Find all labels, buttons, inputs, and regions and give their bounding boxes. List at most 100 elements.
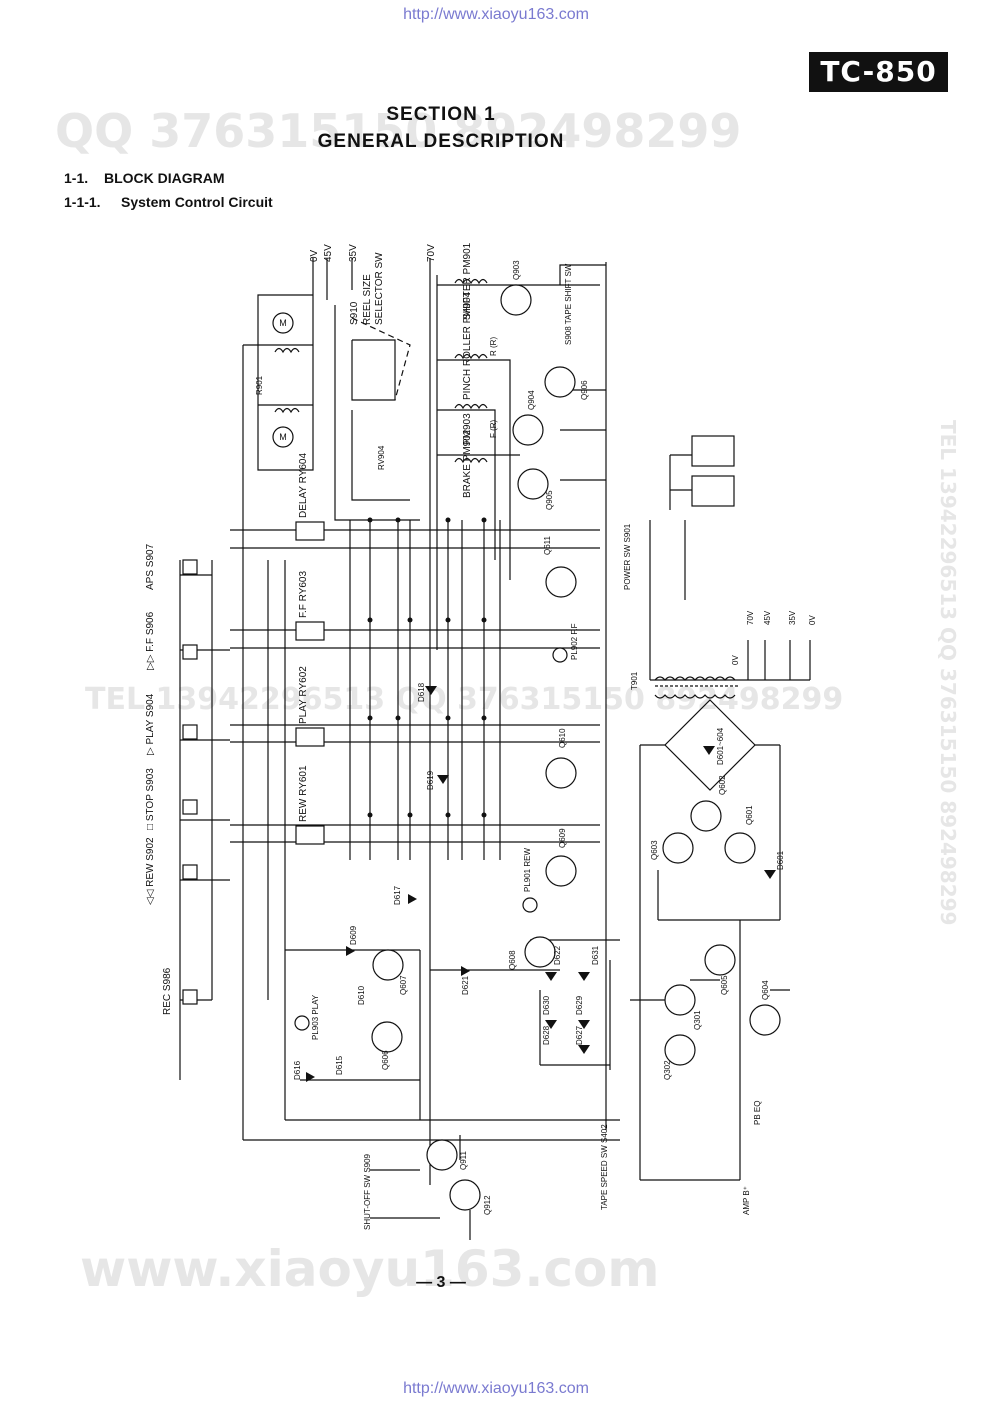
heading-2-number: 1-1-1. <box>64 194 101 210</box>
tap-0v-left: 0V <box>731 655 740 665</box>
relay-coil-icon <box>295 521 325 845</box>
switch-aps-label: APS S907 <box>145 543 156 590</box>
q601-label: Q601 <box>745 805 754 825</box>
output-pb-eq: PB EQ <box>753 1101 762 1125</box>
d628-label: D628 <box>542 1025 551 1045</box>
d617-label: D617 <box>393 885 402 905</box>
shutoff-sw-label: SHUT-OFF SW S909 <box>363 1153 372 1230</box>
tap-0v-right: 0V <box>808 615 817 625</box>
tape-shift-sw-label: S908 TAPE SHIFT SW <box>564 263 573 345</box>
q911-label: Q911 <box>459 1150 468 1170</box>
heading-1-number: 1-1. <box>64 170 89 186</box>
reel-sw-label-1: REEL SIZE <box>362 274 373 325</box>
ghost-watermark-www: www.xiaoyu163.com <box>80 1240 660 1298</box>
model-badge: TC-850 <box>809 52 948 92</box>
q301-label: Q301 <box>693 1010 702 1030</box>
q912-label: Q912 <box>483 1195 492 1215</box>
pl901-label: PL901 REW <box>523 848 532 892</box>
wire-network <box>179 258 811 1240</box>
q611-label: Q611 <box>543 535 552 555</box>
ghost-watermark-tel: TEL 13942296513 QQ 376315150 892498299 <box>85 682 844 717</box>
pl903-label: PL903 PLAY <box>311 994 320 1040</box>
tape-speed-sw-label: TAPE SPEED SW S402 <box>600 1124 609 1210</box>
diode-icon <box>306 686 776 1082</box>
plunger-brake-label: BRAKE PM902 <box>462 429 473 498</box>
pm-tag-f: F (R) <box>489 419 498 438</box>
r901-label: R901 <box>255 375 264 395</box>
plunger-coil-icon <box>274 278 488 464</box>
section-title: GENERAL DESCRIPTION <box>317 131 565 152</box>
plunger-pm903-label: PM903 <box>462 413 473 445</box>
plunger-shifter-label: SHIFTER PM901 <box>462 242 473 320</box>
q604-label: Q604 <box>761 980 770 1000</box>
d627-label: D627 <box>575 1025 584 1045</box>
heading-2-text: System Control Circuit <box>121 194 273 210</box>
d629-label: D629 <box>575 995 584 1015</box>
section-number: SECTION 1 <box>386 104 496 125</box>
heading-1-text: BLOCK DIAGRAM <box>104 170 225 186</box>
q903-label: Q903 <box>512 260 521 280</box>
rail-label-35v: 35V <box>348 244 359 262</box>
reel-sw-label-2: SELECTOR SW <box>374 252 385 325</box>
q609-label: Q609 <box>558 828 567 848</box>
reel-sw-id: S910 <box>349 301 360 325</box>
q603-label: Q603 <box>650 840 659 860</box>
ghost-watermark-qq: QQ 376315150 892498299 <box>55 104 742 158</box>
d601-604-label: D601~604 <box>716 727 725 765</box>
tap-35v: 35V <box>788 610 797 625</box>
svg-text:M: M <box>279 318 287 328</box>
d619-label: D619 <box>426 770 435 790</box>
d609-label: D609 <box>349 925 358 945</box>
plunger-pinch-label: PINCH ROLLER PM904 <box>462 291 473 400</box>
svg-text:M: M <box>279 432 287 442</box>
switch-ff-label: ▷▷ F.F S906 <box>145 611 156 670</box>
watermark-url-top: http://www.xiaoyu163.com <box>403 6 589 23</box>
d631-label: D631 <box>591 945 600 965</box>
q606-label: Q606 <box>381 1050 390 1070</box>
relay-ff-label: F.F RY603 <box>298 571 309 618</box>
d621-label: D621 <box>461 975 470 995</box>
transistor-icon <box>371 284 781 1211</box>
relay-rew-label: REW RY601 <box>298 765 309 822</box>
switch-play-label: ▷ PLAY S904 <box>145 693 156 755</box>
rail-label-0v: 0V <box>309 249 320 262</box>
relay-contact-dot <box>367 517 487 818</box>
output-amp-b: AMP B⁺ <box>742 1186 751 1215</box>
motor-icon <box>272 312 294 448</box>
pushbutton-switch-icon <box>182 559 198 1005</box>
q608-label: Q608 <box>508 950 517 970</box>
lamp-icon <box>294 647 568 1031</box>
transformer-label: T901 <box>630 671 639 690</box>
relay-delay-label: DELAY RY604 <box>298 453 309 518</box>
d630-label: D630 <box>542 995 551 1015</box>
q904-label: Q904 <box>527 390 536 410</box>
d610-label: D610 <box>357 985 366 1005</box>
q906-label: Q906 <box>580 380 589 400</box>
page-number: — 3 — <box>416 1274 466 1291</box>
power-sw-label: POWER SW S901 <box>623 523 632 590</box>
q607-label: Q607 <box>399 975 408 995</box>
tap-45v: 45V <box>763 610 772 625</box>
tap-70v: 70V <box>746 610 755 625</box>
q302-label: Q302 <box>663 1060 672 1080</box>
switch-rec-label: REC S986 <box>162 967 173 1015</box>
q605-label: Q605 <box>720 975 729 995</box>
rail-label-45v: 45V <box>323 244 334 262</box>
pl902-label: PL902 F.F <box>570 623 579 660</box>
q905-label: Q905 <box>545 490 554 510</box>
d601-label: D601 <box>776 850 785 870</box>
q610-label: Q610 <box>558 728 567 748</box>
q602-label: Q602 <box>718 775 727 795</box>
pm-tag-r: R (R) <box>489 337 498 356</box>
relay-play-label: PLAY RY602 <box>298 666 309 724</box>
watermark-url-bottom: http://www.xiaoyu163.com <box>403 1380 589 1397</box>
switch-rew-label: ◁◁ REW S902 <box>145 837 156 905</box>
transformer-windings <box>654 676 740 699</box>
d615-label: D615 <box>335 1055 344 1075</box>
d618-label: D618 <box>417 682 426 702</box>
switch-stop-label: □ STOP S903 <box>145 768 156 830</box>
d616-label: D616 <box>293 1060 302 1080</box>
rail-label-70v: 70V <box>426 244 437 262</box>
d622-label: D622 <box>553 945 562 965</box>
